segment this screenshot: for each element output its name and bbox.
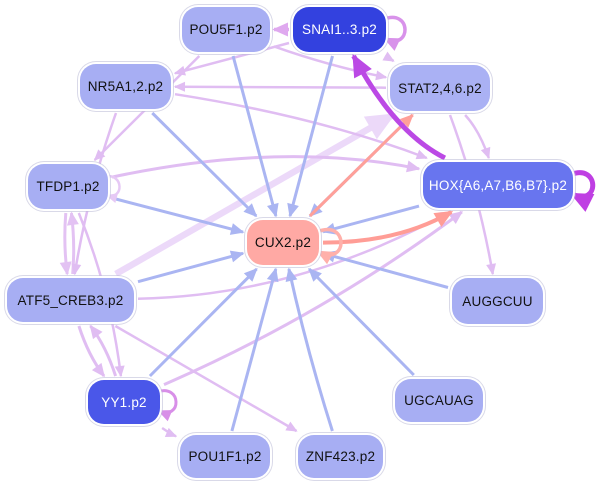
self-loop-tfdp1 — [104, 175, 121, 203]
node-cux2[interactable]: CUX2.p2 — [247, 220, 319, 265]
edge-yy1-cux2 — [148, 267, 258, 378]
edge-auggcuu-cux2 — [321, 250, 449, 289]
node-label: UGCAUAG — [404, 393, 474, 408]
edge-hox-cux2 — [321, 204, 420, 235]
node-hox[interactable]: HOX{A6,A7,B6,B7}.p2 — [423, 162, 573, 208]
node-stat[interactable]: STAT2,4,6.p2 — [390, 65, 490, 111]
node-label: TFDP1.p2 — [36, 179, 100, 194]
node-pou5f1[interactable]: POU5F1.p2 — [182, 7, 270, 52]
node-auggcuu[interactable]: AUGGCUU — [452, 278, 543, 324]
edge-nr5a1-hox — [174, 92, 428, 160]
edge-nr5a1-cux2 — [151, 111, 258, 218]
edge-znf423-cux2 — [285, 267, 334, 432]
node-label: ZNF423.p2 — [305, 449, 376, 464]
node-label: AUGGCUU — [462, 293, 533, 309]
self-loop-hox — [569, 170, 596, 212]
self-loop-yy1 — [156, 389, 178, 422]
edge-yy1-pou1f1 — [161, 426, 178, 438]
edge-snai1-cux2 — [287, 55, 334, 218]
node-yy1[interactable]: YY1.p2 — [88, 380, 160, 424]
node-pou1f1[interactable]: POU1F1.p2 — [180, 435, 270, 478]
node-label: STAT2,4,6.p2 — [398, 80, 482, 96]
node-label: ATF5_CREB3.p2 — [17, 292, 124, 308]
node-ugcauag[interactable]: UGCAUAG — [395, 379, 483, 422]
edge-hox-snai1 — [351, 53, 447, 161]
node-label: SNAI1..3.p2 — [302, 22, 377, 37]
node-tfdp1[interactable]: TFDP1.p2 — [28, 164, 108, 209]
edge-tfdp1-hox — [111, 155, 421, 179]
edge-pou1f1-cux2 — [230, 267, 279, 432]
edge-stat-hox — [464, 114, 491, 160]
edge-atf5-cux2 — [137, 250, 245, 284]
edge-stat-nr5a1 — [173, 81, 387, 92]
node-nr5a1[interactable]: NR5A1,2.p2 — [80, 64, 171, 109]
edge-tfdp1-atf5 — [59, 212, 72, 276]
node-atf5[interactable]: ATF5_CREB3.p2 — [7, 278, 134, 322]
node-label: YY1.p2 — [101, 394, 147, 410]
node-label: HOX{A6,A7,B6,B7}.p2 — [428, 177, 568, 193]
node-label: NR5A1,2.p2 — [87, 79, 164, 94]
edge-yy1-hox — [163, 210, 464, 386]
edge-tfdp1-cux2 — [111, 196, 245, 235]
edge-atf5-yy1 — [77, 325, 106, 378]
node-snai1[interactable]: SNAI1..3.p2 — [293, 7, 386, 52]
edge-pou5f1-cux2 — [231, 55, 279, 218]
edge-ugcauag-cux2 — [308, 267, 415, 377]
edge-yy1-atf5 — [89, 324, 118, 377]
self-loop-snai1 — [382, 15, 407, 51]
edge-atf5-znf423 — [114, 324, 298, 433]
node-label: CUX2.p2 — [254, 235, 312, 250]
self-loop-cux2 — [315, 227, 343, 265]
node-label: POU1F1.p2 — [188, 449, 262, 464]
edge-atf5-tfdp1 — [66, 211, 79, 275]
edge-snai1-stat — [382, 51, 395, 63]
node-label: POU5F1.p2 — [189, 22, 263, 37]
node-znf423[interactable]: ZNF423.p2 — [298, 435, 383, 478]
